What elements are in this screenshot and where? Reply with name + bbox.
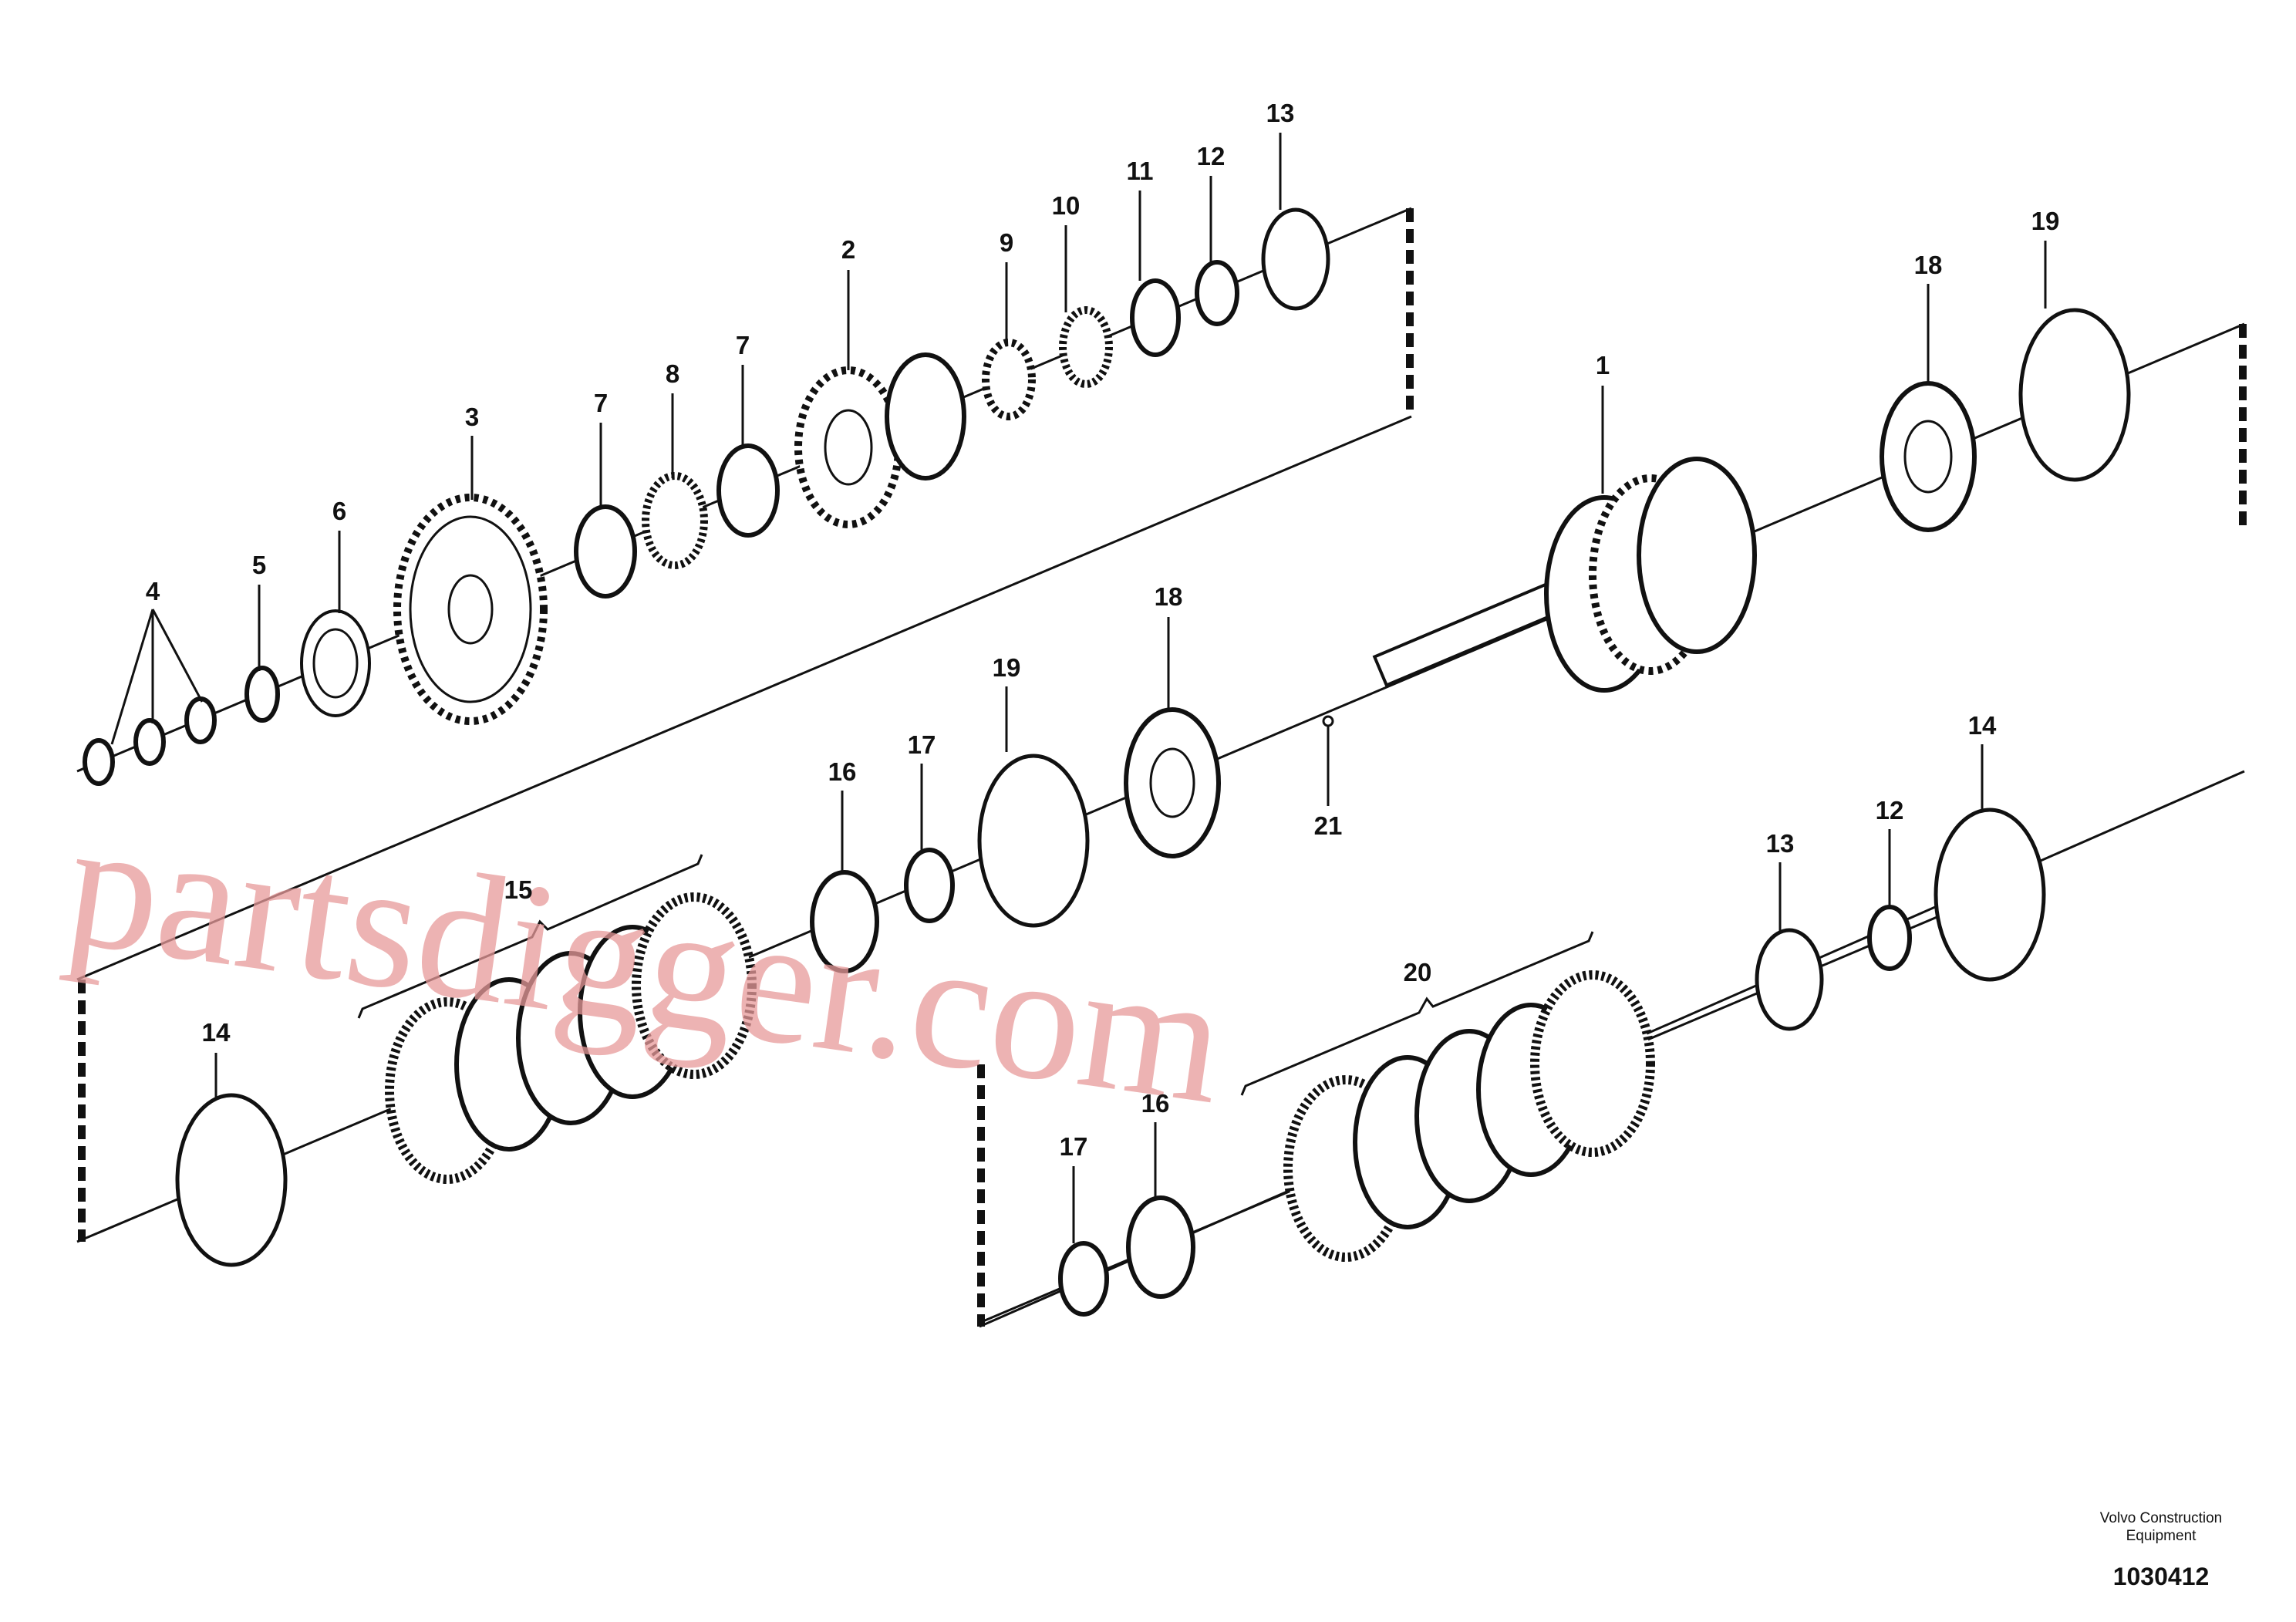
leader-lines (110, 133, 2047, 1243)
ring-14-left (175, 1093, 288, 1267)
callout-label: 17 (908, 730, 936, 759)
brackets (357, 854, 1594, 1096)
callout-labels: 1234567789101112131415161718192118191412… (146, 99, 2060, 1161)
washer-13-top (1261, 207, 1330, 311)
callout-label: 3 (465, 403, 479, 431)
callout-label: 16 (1141, 1089, 1170, 1118)
callout-label: 14 (1968, 711, 1997, 740)
snap-ring-4c (184, 696, 217, 744)
callout-label: 7 (736, 331, 750, 359)
callout-label: 6 (332, 497, 346, 525)
snap-ring-4b (133, 718, 166, 766)
gear-2-hub (824, 409, 873, 486)
bracket-20 (1240, 931, 1594, 1096)
credit-company: Volvo Construction Equipment (2099, 1510, 2223, 1544)
callout-label: 4 (146, 577, 160, 605)
snap-ring-5 (244, 666, 280, 723)
clutch-pack-20-plate-e (1530, 970, 1655, 1157)
callout-label: 12 (1197, 142, 1226, 170)
washer-13-lower (1755, 928, 1824, 1031)
callout-label: 7 (594, 389, 608, 417)
snap-ring-12-top (1195, 260, 1239, 326)
drum-1-back (1637, 457, 1757, 654)
washer-16-mid (810, 870, 879, 973)
callout-label: 19 (2031, 207, 2060, 235)
callout-label: 14 (202, 1018, 231, 1047)
snap-ring-12-lower (1867, 905, 1912, 971)
callout-label: 5 (252, 551, 266, 579)
callout-label: 13 (1266, 99, 1295, 127)
ring-19-right (2018, 308, 2131, 482)
callout-label: 19 (993, 653, 1021, 682)
callout-label: 15 (504, 875, 533, 904)
needle-bearing-8 (642, 472, 708, 569)
callout-label: 8 (666, 359, 679, 388)
callout-label: 13 (1766, 829, 1795, 858)
leader-4a (110, 609, 154, 745)
bracket-15 (357, 854, 703, 1019)
callout-label: 21 (1314, 811, 1343, 840)
gear-2-splines (885, 352, 966, 481)
snap-ring-4a (83, 738, 115, 786)
washer-16-lower (1126, 1195, 1195, 1299)
callout-label: 18 (1914, 251, 1943, 279)
callout-label: 14 (202, 1018, 231, 1047)
needle-bearing-10 (1059, 306, 1113, 388)
drawing-number: 1030412 (2112, 1563, 2210, 1590)
upper-frame-bottom-line (76, 415, 1412, 981)
upper-shaft-parts (83, 207, 1330, 786)
callout-label: 11 (1127, 157, 1154, 185)
needle-bearing-9 (982, 339, 1036, 420)
lower-shaft-parts (1058, 808, 2046, 1317)
callout-label: 12 (1876, 796, 1904, 824)
piston-18-mid-hub (1149, 747, 1195, 818)
ball-21 (1322, 715, 1334, 727)
callout-label: 1 (1596, 351, 1610, 379)
gear-3-hub (447, 574, 494, 645)
leader-4c (151, 609, 204, 703)
callout-label: 18 (1155, 582, 1183, 611)
callout-label: 10 (1052, 191, 1081, 220)
callout-label: 17 (1060, 1132, 1088, 1161)
piston-18-right-hub (1903, 420, 1953, 494)
ring-19-mid (977, 754, 1090, 928)
callout-label: 9 (1000, 228, 1013, 257)
ring-14-right (1934, 808, 2046, 982)
washer-11 (1130, 278, 1181, 357)
thrust-washer-7a (574, 504, 637, 599)
ball-bearing-6-inner (312, 628, 359, 699)
clutch-pack-15-plate-e (632, 892, 757, 1079)
callout-label: 16 (828, 757, 857, 786)
callout-label: 20 (1404, 958, 1432, 986)
callout-label: 2 (841, 235, 855, 264)
ring-17-lower (1058, 1241, 1109, 1317)
thrust-washer-7b (716, 443, 780, 538)
middle-shaft-parts (175, 308, 2131, 1267)
ring-17-mid (904, 848, 955, 923)
